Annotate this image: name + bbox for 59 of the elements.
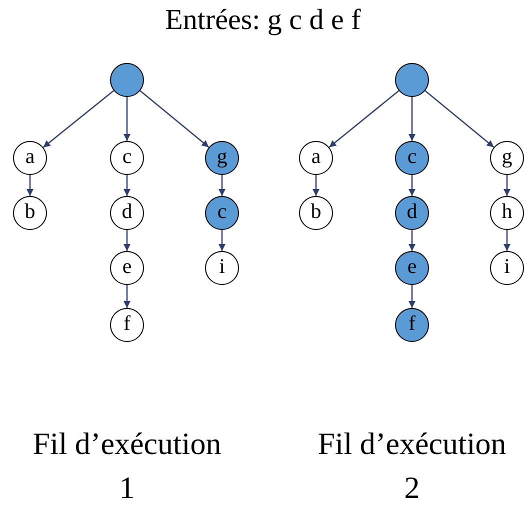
title: Entrées: g c d e f: [164, 4, 362, 37]
node-label: a: [311, 146, 321, 167]
node-label: c: [407, 146, 417, 167]
highlighted-node-circle: [395, 308, 429, 342]
node-circle: [490, 141, 524, 175]
node-circle: [110, 251, 144, 285]
node-circle: [13, 196, 47, 230]
node-circle: [299, 196, 333, 230]
arrow: [26, 175, 34, 196]
arrow: [408, 230, 416, 251]
caption: Fil d’exécution 2: [317, 425, 507, 506]
node-circle: [490, 251, 524, 285]
node-label: f: [124, 313, 130, 334]
node-label: c: [122, 146, 132, 167]
node-circle: [13, 141, 47, 175]
node-label: d: [122, 201, 132, 222]
node-label: e: [122, 256, 132, 277]
arrow: [312, 175, 320, 196]
node-label: g: [502, 146, 512, 167]
node-circle: [299, 141, 333, 175]
node-label: i: [219, 256, 225, 277]
arrow: [424, 90, 494, 148]
node-label: h: [502, 201, 512, 222]
node-circle: [110, 308, 144, 342]
arrow: [328, 90, 400, 148]
node-circle: [110, 141, 144, 175]
highlighted-node-circle: [395, 63, 429, 97]
highlighted-node-circle: [395, 141, 429, 175]
node-label: i: [504, 256, 510, 277]
node-label: c: [217, 201, 227, 222]
arrow: [140, 90, 210, 148]
arrow: [218, 175, 226, 196]
node-label: f: [408, 313, 416, 334]
caption: Fil d’exécution 1: [32, 425, 222, 506]
node-label: b: [310, 201, 322, 222]
arrow: [42, 90, 114, 148]
node-label: a: [25, 146, 35, 167]
arrow: [408, 285, 416, 308]
arrow: [218, 230, 226, 251]
arrow: [124, 175, 130, 196]
highlighted-node-circle: [205, 141, 239, 175]
highlighted-node-circle: [395, 251, 429, 285]
arrow: [124, 285, 130, 308]
node-label: e: [407, 256, 417, 277]
arrow: [124, 230, 130, 251]
arrow: [504, 230, 510, 251]
arrow: [124, 97, 130, 141]
highlighted-node-circle: [205, 196, 239, 230]
node-label: g: [216, 146, 228, 167]
node-label: d: [406, 201, 418, 222]
arrow: [504, 175, 510, 196]
node-label: b: [24, 201, 36, 222]
arrow: [408, 175, 416, 196]
highlighted-node-circle: [395, 196, 429, 230]
node-circle: [490, 196, 524, 230]
node-circle: [205, 251, 239, 285]
highlighted-node-circle: [110, 63, 144, 97]
node-circle: [110, 196, 144, 230]
arrow: [408, 97, 416, 141]
